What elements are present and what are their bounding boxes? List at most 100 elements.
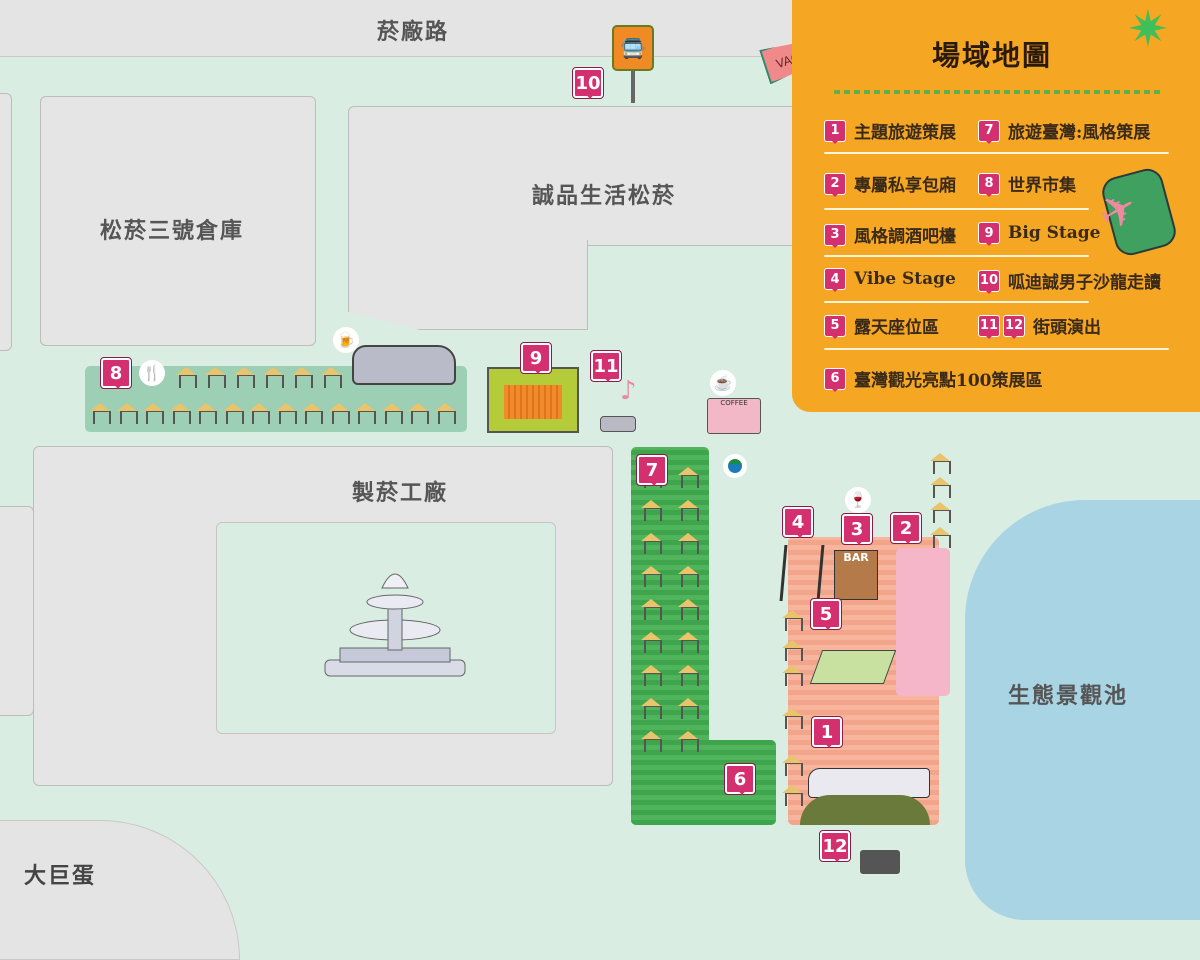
building-warehouse3-full (40, 96, 316, 346)
tent-icon (176, 367, 197, 388)
tent-icon (234, 367, 255, 388)
vibe-stage-icon (779, 545, 825, 601)
pin-7[interactable]: 7 (636, 454, 668, 486)
tent-icon (355, 403, 376, 424)
tent-icon (678, 599, 699, 620)
legend-title: 場域地圖 (932, 39, 1053, 72)
street-stage-11 (600, 416, 636, 432)
road-bottom-curve (0, 820, 240, 960)
pin-6[interactable]: 6 (724, 763, 756, 795)
train-bridge-icon (808, 768, 930, 798)
familymart-logo (723, 454, 747, 478)
coffee-truck: COFFEE (707, 398, 761, 434)
tent-icon (381, 403, 403, 424)
legend-pin-2: 2 (824, 172, 846, 197)
legend-item-4[interactable]: 4 Vibe Stage (824, 268, 956, 292)
legend-label-4: Vibe Stage (854, 269, 956, 289)
legend-pin-1: 1 (824, 119, 846, 144)
zone-private-box (896, 548, 950, 696)
legend-item-10[interactable]: 10 呱迪誠男子沙龍走讀 (978, 268, 1161, 294)
legend-label-3: 風格調酒吧檯 (854, 227, 956, 247)
tent-icon (196, 403, 217, 424)
road-yanchang (0, 0, 795, 57)
legend-item-3[interactable]: 3 風格調酒吧檯 (824, 222, 956, 248)
label-eslite: 誠品生活松菸 (532, 183, 677, 209)
pin-8[interactable]: 8 (100, 357, 132, 389)
fountain-icon (324, 573, 466, 677)
tent-icon (292, 367, 313, 388)
tent-icon (116, 403, 138, 424)
legend-wavy-divider (834, 90, 1164, 94)
pin-4[interactable]: 4 (782, 506, 814, 538)
legend-pin-7: 7 (978, 119, 1000, 144)
label-factory: 製菸工廠 (352, 480, 449, 506)
tent-icon (249, 403, 270, 424)
legend-pin-8: 8 (978, 172, 1000, 197)
food-trailer (352, 345, 456, 385)
pin-3[interactable]: 3 (841, 513, 873, 545)
tent-icon (930, 502, 951, 523)
pin-10[interactable]: 10 (572, 67, 604, 99)
legend-item-8[interactable]: 8 世界市集 (978, 171, 1076, 197)
tent-icon (782, 755, 803, 776)
tent-icon (90, 403, 111, 424)
ecological-pond (965, 500, 1200, 920)
tent-icon (782, 665, 803, 686)
legend-pin-11: 11 (978, 314, 1000, 339)
pin-1[interactable]: 1 (811, 716, 843, 748)
star-icon: ✷ (1127, 0, 1169, 58)
legend-label-7: 旅遊臺灣:風格策展 (1008, 123, 1151, 143)
legend-label-9: Big Stage (1008, 223, 1101, 243)
tent-icon (782, 640, 803, 661)
tent-icon (641, 500, 662, 521)
legend-label-1: 主題旅遊策展 (854, 123, 956, 143)
legend-label-5: 露天座位區 (854, 318, 939, 338)
legend-label-10: 呱迪誠男子沙龍走讀 (1008, 273, 1161, 293)
legend-divider (824, 208, 1089, 210)
tent-icon (321, 367, 342, 388)
legend-divider (824, 152, 1169, 154)
building-eslite (348, 106, 798, 246)
tent-icon (678, 698, 699, 719)
tent-icon (641, 599, 662, 620)
legend-pin-10: 10 (978, 269, 1000, 294)
pin-2[interactable]: 2 (890, 512, 922, 544)
tent-icon (205, 367, 226, 388)
tent-icon (408, 403, 429, 424)
tent-icon (143, 403, 164, 424)
legend-item-7[interactable]: 7 旅遊臺灣:風格策展 (978, 118, 1151, 144)
guitar-icon: ♪ (620, 376, 637, 406)
tent-icon (782, 708, 803, 729)
seating-icon (809, 650, 897, 684)
big-stage-curtain (504, 385, 562, 419)
arcade-icon (860, 850, 900, 874)
pin-9[interactable]: 9 (520, 342, 552, 374)
tent-icon (222, 403, 244, 424)
pin-11[interactable]: 11 (590, 350, 622, 382)
tent-icon (328, 403, 350, 424)
legend-pin-3: 3 (824, 223, 846, 248)
legend-item-1[interactable]: 1 主題旅遊策展 (824, 118, 956, 144)
legend-pin-4: 4 (824, 268, 846, 292)
tent-icon (930, 527, 951, 548)
tent-icon (678, 500, 699, 521)
tent-icon (302, 403, 323, 424)
building-left-lower (0, 506, 34, 716)
pin-12[interactable]: 12 (819, 830, 851, 862)
tent-icon (782, 610, 803, 631)
tent-icon (641, 731, 662, 752)
legend-label-8: 世界市集 (1008, 176, 1076, 196)
beer-icon: 🍺 (333, 327, 359, 353)
tent-icon (930, 477, 951, 498)
pin-5[interactable]: 5 (810, 598, 842, 630)
tent-icon (930, 453, 951, 474)
utensils-icon: 🍴 (139, 360, 165, 386)
tent-icon (641, 566, 662, 587)
tent-icon (275, 403, 297, 424)
tent-icon (641, 665, 662, 686)
